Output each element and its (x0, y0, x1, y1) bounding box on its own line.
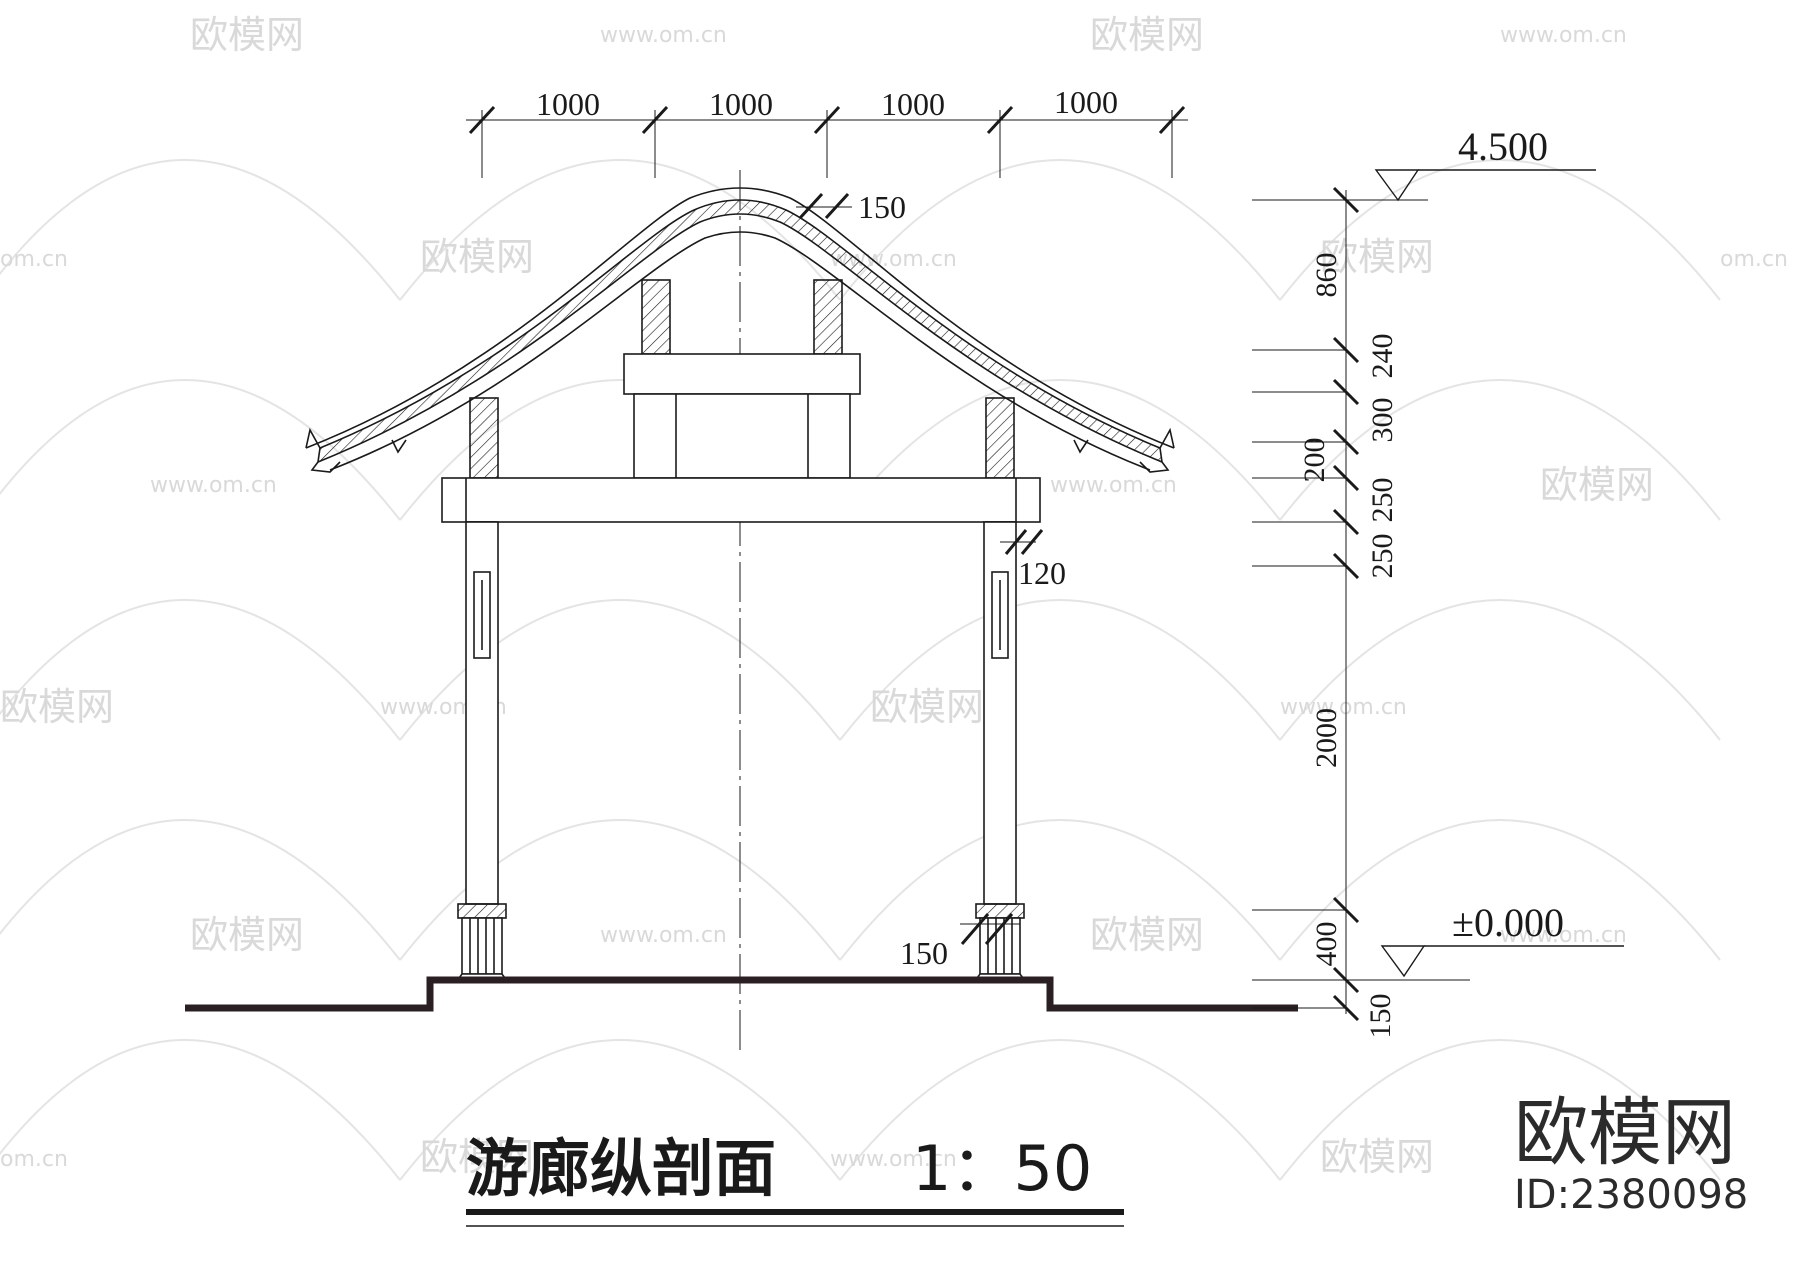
top-dimension-chain (466, 105, 1188, 135)
corner-id: ID:2380098 (1514, 1172, 1748, 1218)
king-post-block (633, 393, 851, 479)
drawing-title: 游廊纵剖面 (466, 1132, 776, 1205)
watermark-brand: 欧模网 (190, 13, 304, 57)
dim-vertical-860: 860 (1310, 253, 1343, 298)
dim-vertical-2000: 2000 (1310, 708, 1343, 768)
elevation-top: 4.500 (1458, 124, 1548, 169)
watermark-url: www.om.cn (1500, 23, 1627, 48)
main-beam (441, 477, 1041, 523)
roof-frame (623, 353, 861, 479)
column-head-dimension (1000, 529, 1044, 555)
dim-top-4: 1000 (1054, 84, 1118, 120)
dim-vertical-240: 240 (1366, 334, 1399, 379)
strut-left-upper (641, 279, 671, 355)
watermark-url: www.om.cn (1280, 695, 1407, 720)
watermark-url: www.om.cn (830, 1147, 957, 1172)
roof (305, 187, 1175, 473)
watermark-brand: 欧模网 (1540, 463, 1654, 507)
drawing-scale: 1：50 (912, 1132, 1092, 1205)
watermark-brand: 欧模网 (1320, 235, 1434, 279)
watermark-brand: 欧模网 (1090, 13, 1204, 57)
watermark-url-short: om.cn (0, 1147, 68, 1172)
watermark-url: www.om.cn (150, 473, 277, 498)
dim-top-3: 1000 (881, 86, 945, 122)
strut-right-upper (813, 279, 843, 355)
watermark-layer: 欧模网 欧模网 欧模网 欧模网 欧模网 欧模网 欧模网 欧模网 欧模网 欧模网 … (0, 13, 1788, 1181)
watermark-brand: 欧模网 (190, 913, 304, 957)
upper-beam (623, 353, 861, 395)
elevation-mark-top (1374, 169, 1596, 202)
watermark-url-short: om.cn (1720, 247, 1788, 272)
dim-column-base: 150 (900, 935, 948, 971)
column-base-dimension (960, 913, 1020, 945)
dim-vertical-250b: 250 (1366, 534, 1399, 579)
watermark-url: www.om.cn (600, 23, 727, 48)
strut-left-eave (469, 397, 499, 479)
dim-top-2: 1000 (709, 86, 773, 122)
dim-vertical-400: 400 (1310, 922, 1343, 967)
dim-column-head: 120 (1018, 555, 1066, 591)
elevation-mark-zero (1380, 945, 1624, 978)
dim-vertical-150: 150 (1364, 994, 1397, 1039)
dim-ridge-offset: 150 (858, 189, 906, 225)
corner-brand-logo: 欧模网 (1514, 1090, 1736, 1176)
watermark-brand: 欧模网 (0, 685, 114, 729)
watermark-brand: 欧模网 (1320, 1135, 1434, 1179)
watermark-brand: 欧模网 (420, 235, 534, 279)
watermark-url: www.om.cn (600, 923, 727, 948)
vertical-dimension-chain (1252, 186, 1470, 1022)
dim-vertical-200: 200 (1298, 438, 1331, 483)
dim-vertical-300: 300 (1366, 398, 1399, 443)
watermark-url-short: om.cn (0, 247, 68, 272)
watermark-url: www.om.cn (1050, 473, 1177, 498)
dim-vertical-250a: 250 (1366, 478, 1399, 523)
column-left-base-ring (457, 903, 507, 919)
watermark-brand: 欧模网 (420, 1135, 534, 1179)
platform-ground-line (185, 976, 1298, 1012)
column-left (454, 521, 510, 983)
watermark-brand: 欧模网 (870, 685, 984, 729)
strut-right-eave (985, 397, 1015, 479)
watermark-url: www.om.cn (1500, 923, 1627, 948)
column-right (972, 521, 1028, 983)
watermark-brand: 欧模网 (1090, 913, 1204, 957)
dim-top-1: 1000 (536, 86, 600, 122)
elevation-zero: ±0.000 (1452, 900, 1564, 945)
column-right-base-ring (975, 903, 1025, 919)
